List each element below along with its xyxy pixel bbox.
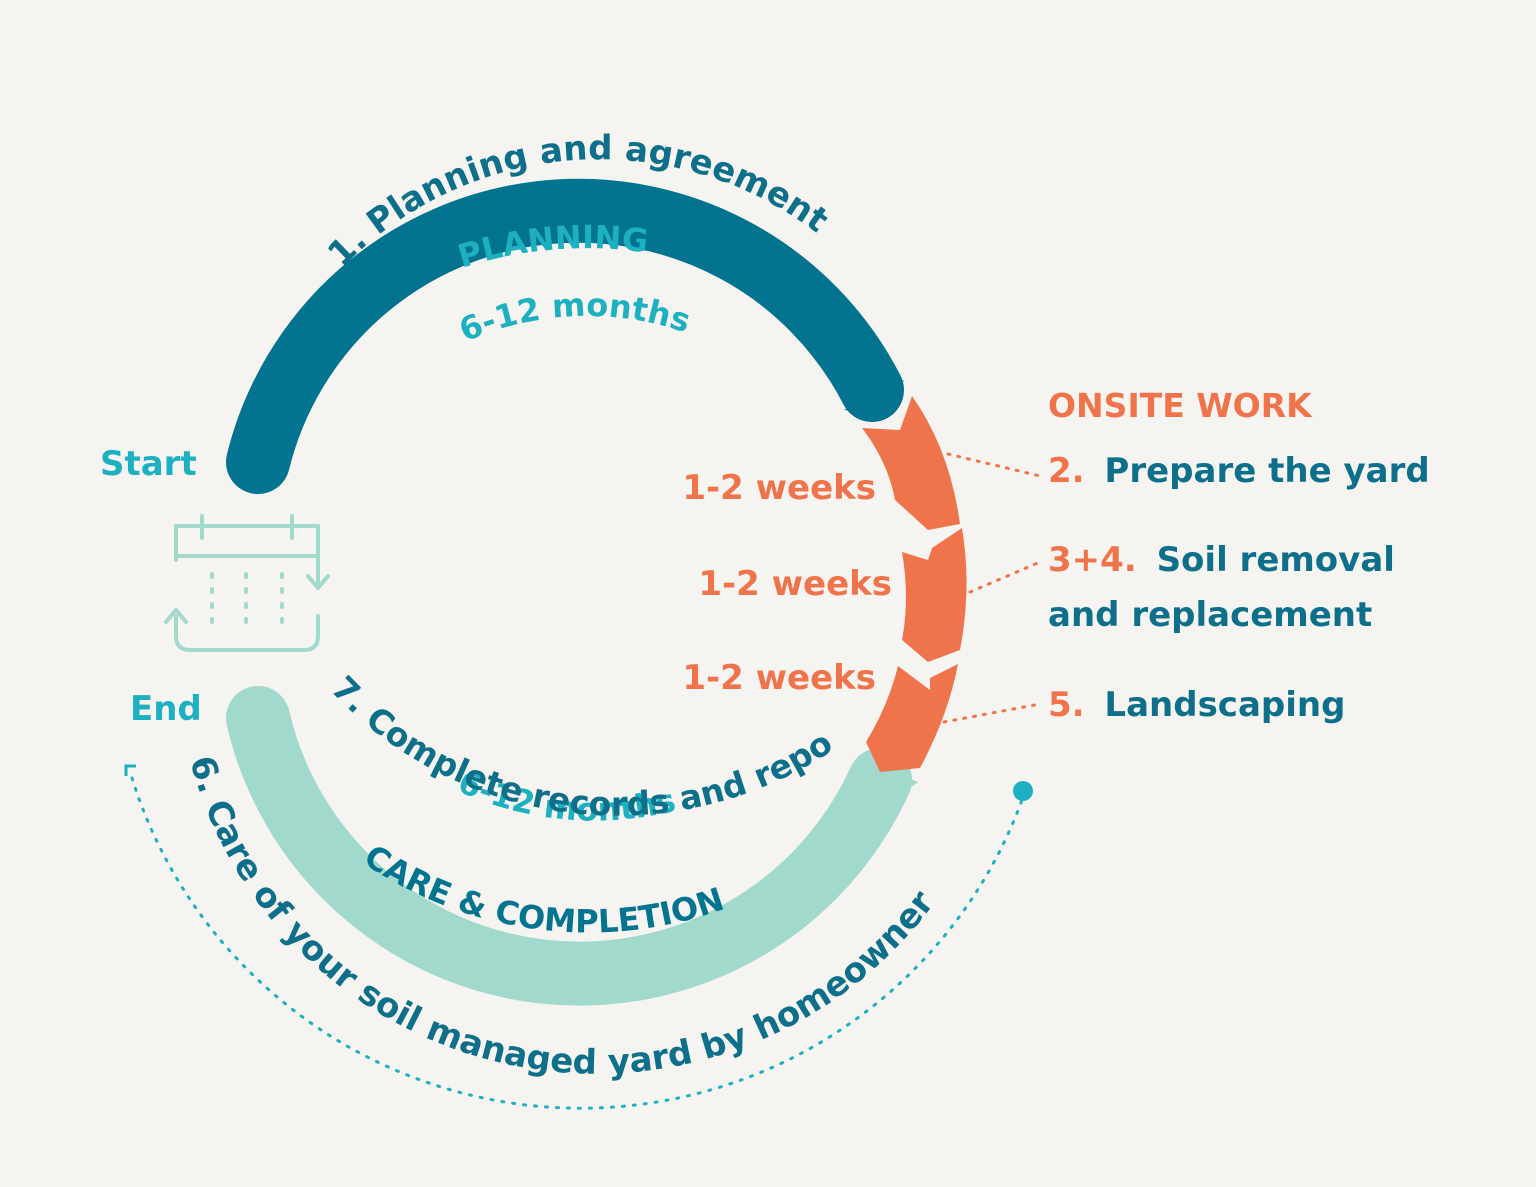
- connector-step34: [968, 560, 1042, 594]
- start-label: Start: [100, 444, 197, 484]
- onsite-segment-2: [902, 528, 967, 662]
- calendar-cycle-icon: [164, 514, 330, 652]
- onsite-duration-1: 1-2 weeks: [682, 468, 876, 508]
- onsite-title: ONSITE WORK: [1048, 386, 1313, 425]
- step7-label: 7. Complete records and report: [0, 0, 839, 824]
- care-arc-arrowhead: [858, 756, 918, 812]
- step34-label-line2: and replacement: [1048, 595, 1372, 635]
- onsite-segment-1: [862, 396, 960, 530]
- connector-step5: [942, 702, 1042, 724]
- homeowner-dotted-arc: [130, 776, 1024, 1110]
- onsite-duration-2: 1-2 weeks: [698, 564, 892, 604]
- step2-label: 2. Prepare the yard: [1048, 451, 1430, 491]
- care-arc: [226, 686, 912, 1006]
- planning-arc: [226, 178, 904, 494]
- connector-step2: [946, 452, 1042, 478]
- onsite-duration-3: 1-2 weeks: [682, 658, 876, 698]
- end-label: End: [130, 689, 202, 729]
- step34-label: 3+4. Soil removal: [1048, 540, 1395, 580]
- homeowner-arc-start-marker: [124, 764, 136, 776]
- planning-arc-end: [844, 380, 904, 414]
- step5-label: 5. Landscaping: [1048, 685, 1345, 725]
- onsite-segment-3: [866, 664, 958, 772]
- homeowner-arc-end-dot: [1013, 781, 1033, 801]
- planning-duration: 6-12 months: [454, 286, 695, 350]
